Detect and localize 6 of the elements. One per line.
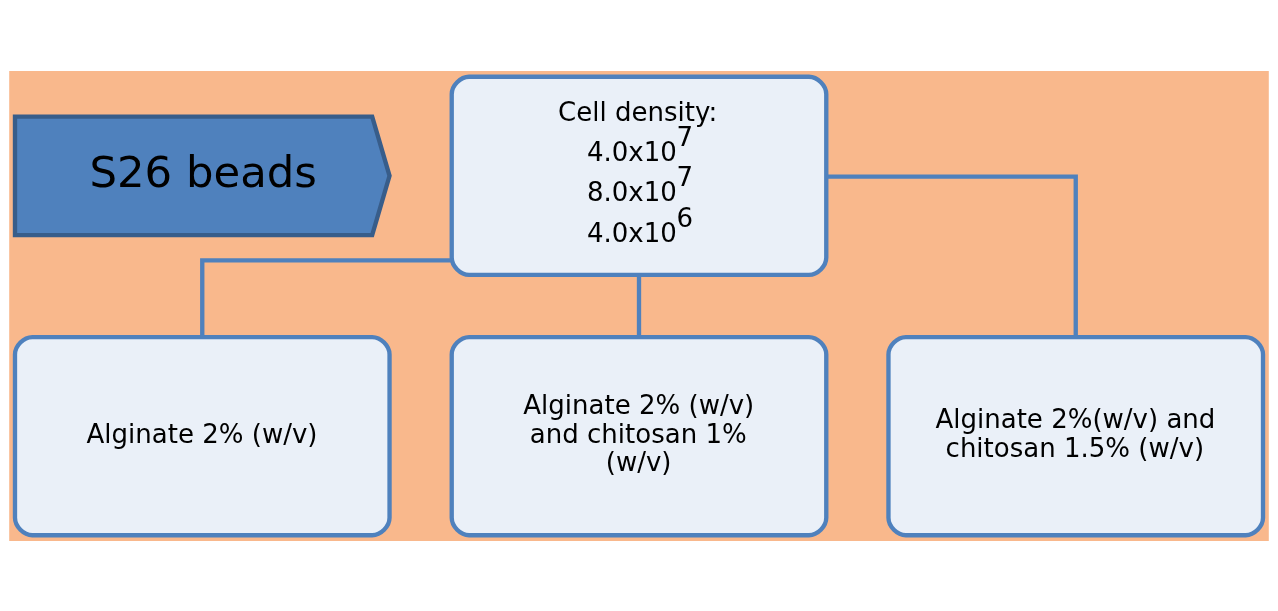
connector <box>636 274 642 337</box>
connector <box>826 173 1078 337</box>
connector <box>200 257 452 337</box>
node-box: Alginate 2% (w/v) and chitosan 1% (w/v) <box>449 334 829 537</box>
node-box: Alginate 2% (w/v) <box>12 334 392 537</box>
node-box: Alginate 2%(w/v) and chitosan 1.5% (w/v) <box>886 334 1266 537</box>
